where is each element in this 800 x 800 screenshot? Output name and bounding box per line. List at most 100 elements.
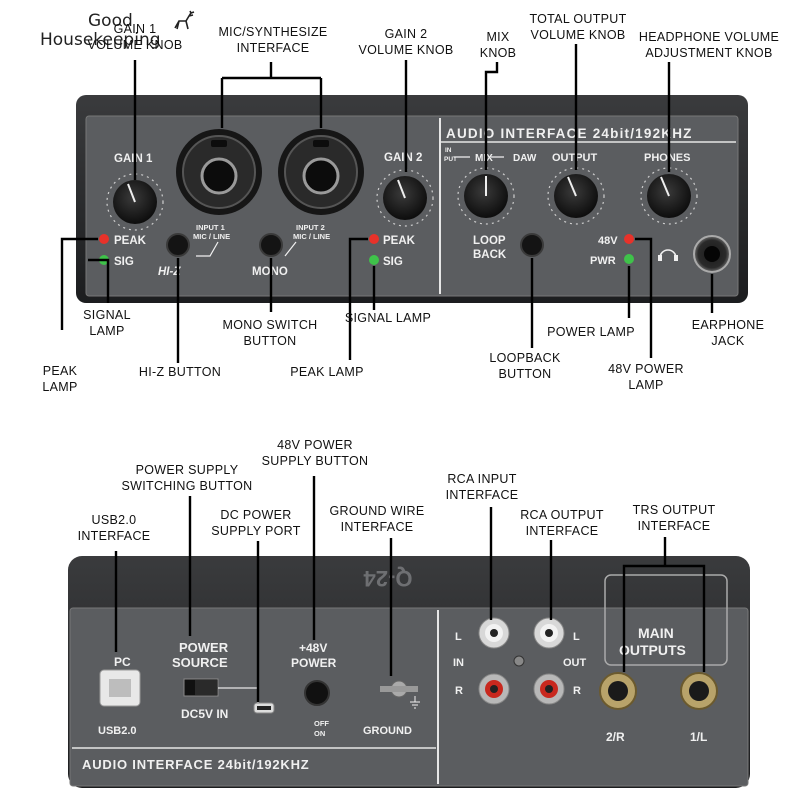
power-source-switch[interactable]: [183, 678, 219, 697]
trs-output-2r-jack[interactable]: [599, 672, 637, 710]
input2-label-line2: MIC / LINE: [293, 232, 330, 241]
screw-icon: [513, 655, 525, 667]
power-source-label-line1: POWER: [179, 640, 229, 655]
hiz-label: HI-Z: [158, 266, 181, 278]
48v-power-button[interactable]: [304, 680, 330, 706]
input2-label-line1: INPUT 2: [296, 223, 325, 232]
headphone-jack[interactable]: [693, 235, 731, 273]
pwr-led: [624, 254, 634, 264]
mix-in-label: IN: [445, 147, 452, 154]
loopback-button[interactable]: [520, 233, 544, 257]
input1-label-line2: MIC / LINE: [193, 232, 230, 241]
watermark-line2: Housekeeping: [40, 30, 161, 50]
loopback-label-line2: BACK: [473, 249, 507, 261]
rca-l-out-label: L: [573, 631, 580, 643]
output-label: OUTPUT: [552, 152, 598, 164]
back-panel: Q-24: [68, 556, 750, 788]
gain2-knob[interactable]: [376, 169, 434, 227]
sig-label-right: SIG: [383, 256, 403, 268]
mono-button[interactable]: [259, 233, 283, 257]
main-outputs-label-line2: OUTPUTS: [619, 642, 686, 658]
ground-label: GROUND: [363, 725, 412, 737]
combo-jack-input2[interactable]: [278, 129, 364, 215]
sig-led-right: [369, 255, 379, 265]
out-1l-label: 1/L: [690, 730, 707, 744]
daw-label: DAW: [513, 153, 537, 164]
back-banner: AUDIO INTERFACE 24bit/192KHZ: [82, 757, 310, 772]
trs-output-1l-jack[interactable]: [680, 672, 718, 710]
ground-terminal[interactable]: [380, 680, 420, 709]
callout-peak-lamp-right: PEAK LAMP: [290, 365, 364, 379]
rca-l-in-label: L: [455, 631, 462, 643]
rca-r-in-label: R: [455, 685, 463, 697]
gain2-label: GAIN 2: [384, 152, 422, 164]
pc-label: PC: [114, 655, 131, 669]
callout-hiz-button: HI-Z BUTTON: [138, 365, 222, 379]
peak-label-right: PEAK: [383, 235, 416, 247]
front-banner: AUDIO INTERFACE 24bit/192KHZ: [446, 126, 693, 141]
out-2r-label: 2/R: [606, 730, 625, 744]
input1-label-line1: INPUT 1: [196, 223, 225, 232]
usb-label: USB2.0: [98, 725, 137, 737]
loopback-label-line1: LOOP: [473, 235, 506, 247]
mix-label: MIX: [475, 153, 493, 164]
deer-icon: [174, 10, 195, 30]
48v-led: [624, 234, 634, 244]
peak-led-right: [369, 234, 379, 244]
combo-jack-input1[interactable]: [176, 129, 262, 215]
dc5v-label: DC5V IN: [181, 707, 228, 721]
rca-out-left-jack[interactable]: [533, 617, 565, 649]
peak-label-left: PEAK: [114, 235, 147, 247]
gain1-knob[interactable]: [106, 173, 164, 231]
power-source-label-line2: SOURCE: [172, 655, 228, 670]
output-knob[interactable]: [547, 167, 605, 225]
callout-power-lamp: POWER LAMP: [547, 325, 635, 339]
mix-knob[interactable]: [457, 167, 515, 225]
phones-label: PHONES: [644, 152, 690, 164]
callout-signal-lamp-right: SIGNAL LAMP: [344, 311, 432, 325]
rca-out-label: OUT: [563, 657, 587, 669]
phones-knob[interactable]: [640, 167, 698, 225]
rca-out-right-jack[interactable]: [533, 673, 565, 705]
rca-in-left-jack[interactable]: [478, 617, 510, 649]
dc-power-port[interactable]: [253, 702, 275, 714]
sig-label-left: SIG: [114, 256, 134, 268]
48v-power-label-line1: +48V: [299, 641, 327, 655]
peak-led-left: [99, 234, 109, 244]
rca-in-label: IN: [453, 657, 464, 669]
hiz-button[interactable]: [166, 233, 190, 257]
watermark-line1: Good: [88, 11, 133, 31]
48v-label: 48V: [598, 235, 618, 247]
rca-in-right-jack[interactable]: [478, 673, 510, 705]
main-outputs-label-line1: MAIN: [638, 625, 674, 641]
on-label: ON: [314, 729, 325, 738]
mix-put-label: PUT: [444, 156, 457, 163]
gain1-label: GAIN 1: [114, 153, 153, 165]
device-name-emboss: Q-24: [363, 566, 413, 591]
back-faceplate: [70, 608, 748, 786]
off-label: OFF: [314, 719, 329, 728]
leader-lines: [60, 44, 714, 702]
usb-port[interactable]: [99, 669, 141, 707]
48v-power-label-line2: POWER: [291, 656, 337, 670]
